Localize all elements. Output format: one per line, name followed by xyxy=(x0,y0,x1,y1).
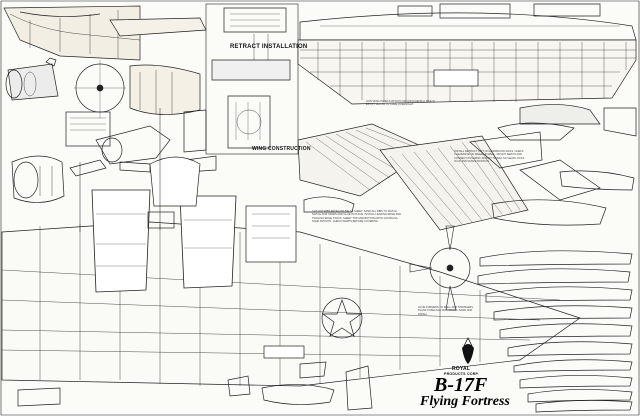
propeller-drawing xyxy=(409,225,471,311)
fuselage-plan-lower xyxy=(1,156,581,387)
construction-note-4: JOIN WING PANELS WITH PLYWOOD DIHEDRAL B… xyxy=(366,100,437,107)
wing-construction-heading: WING CONSTRUCTION xyxy=(252,146,311,152)
rib-templates xyxy=(477,170,635,413)
construction-note-2: INSTALL RETRACT UNIT ON HARDWOOD RAILS. … xyxy=(454,150,526,163)
brand-model-title: B-17F xyxy=(434,374,488,396)
brand-aircraft-name: Flying Fortress xyxy=(420,394,510,409)
small-parts-bottom xyxy=(17,361,373,411)
wing-planform-top xyxy=(297,3,637,137)
wing-construction-view xyxy=(297,122,601,231)
construction-note-3: GLUE FORMERS TO KEEL. ADD STRINGERS. PLA… xyxy=(418,306,475,316)
construction-note-1: CUT OUT RIBS FROM 3/32 BALSA SHEET. SAND… xyxy=(312,210,402,223)
retract-installation-heading: RETRACT INSTALLATION xyxy=(230,44,308,50)
retract-installation-panel xyxy=(183,3,299,173)
fuselage-views-top-left xyxy=(3,5,207,203)
brand-company-line1: ROYAL xyxy=(452,366,471,372)
brand-company-line2: PRODUCTS CORP. xyxy=(444,372,479,376)
